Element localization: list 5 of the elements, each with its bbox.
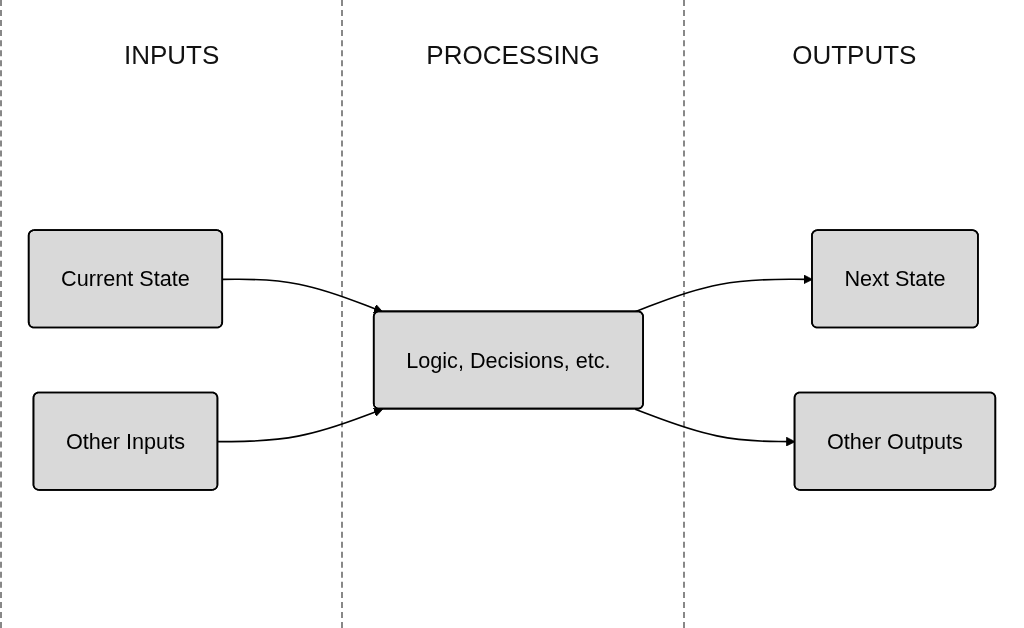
column-heading: OUTPUTS	[792, 40, 917, 71]
column-heading: PROCESSING	[426, 40, 600, 71]
column-heading: INPUTS	[124, 40, 220, 71]
arrow	[217, 407, 384, 443]
arrow	[222, 278, 384, 314]
